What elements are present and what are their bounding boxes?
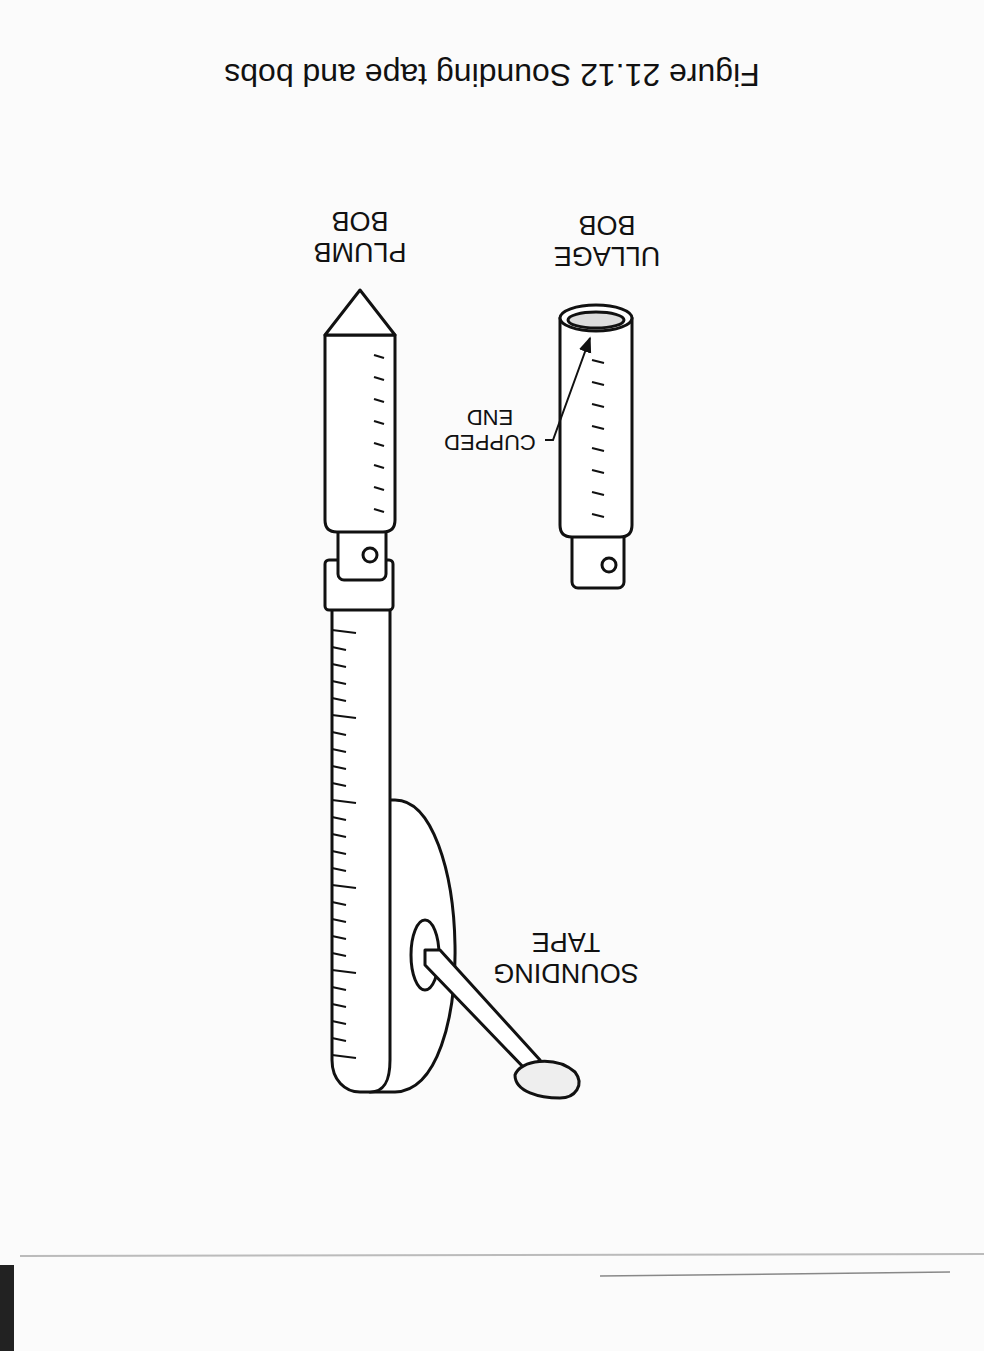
scan-edge bbox=[600, 1272, 950, 1276]
scale-tick bbox=[374, 355, 384, 358]
scale-tick bbox=[374, 421, 384, 424]
scale-tick bbox=[332, 749, 346, 752]
scale-tick bbox=[374, 509, 384, 512]
scale-tick bbox=[332, 800, 356, 803]
scale-tick bbox=[592, 404, 604, 407]
scale-tick bbox=[332, 783, 346, 786]
scale-tick bbox=[592, 426, 604, 429]
scale-tick bbox=[332, 698, 346, 701]
scale-tick bbox=[374, 465, 384, 468]
part-label: PLUMB BOB bbox=[295, 205, 425, 267]
scale-tick bbox=[374, 377, 384, 380]
scale-tick bbox=[374, 399, 384, 402]
scale-tick bbox=[332, 1021, 346, 1024]
scale-tick bbox=[332, 681, 346, 684]
plumb-bob bbox=[325, 290, 395, 580]
scale-tick bbox=[332, 732, 346, 735]
scale-tick bbox=[332, 936, 346, 939]
scale-tick bbox=[592, 492, 604, 495]
scale-tick bbox=[374, 487, 384, 490]
part-label: ULLAGE BOB bbox=[537, 209, 677, 271]
scale-tick bbox=[592, 360, 604, 363]
leader-line bbox=[545, 338, 590, 440]
scale-tick bbox=[332, 817, 346, 820]
part-label: SOUNDING TAPE bbox=[476, 926, 656, 988]
scale-tick bbox=[332, 953, 346, 956]
scale-tick bbox=[592, 470, 604, 473]
scale-tick bbox=[332, 851, 346, 854]
scan-edge bbox=[20, 1254, 984, 1256]
scale-tick bbox=[592, 448, 604, 451]
scale-tick bbox=[332, 1004, 346, 1007]
scale-tick bbox=[332, 919, 346, 922]
scale-tick bbox=[332, 868, 346, 871]
scale-tick bbox=[332, 766, 346, 769]
scale-tick bbox=[332, 834, 346, 837]
scale-tick bbox=[592, 382, 604, 385]
ullage-bob bbox=[560, 305, 632, 588]
tape-strip bbox=[332, 600, 390, 1092]
scale-tick bbox=[332, 647, 346, 650]
part-label: CUPPED END bbox=[435, 405, 545, 456]
scale-tick bbox=[332, 970, 356, 973]
scale-tick bbox=[332, 885, 356, 888]
figure-caption: Figure 21.12 Sounding tape and bobs bbox=[224, 57, 760, 94]
scale-tick bbox=[332, 630, 356, 633]
scale-tick bbox=[332, 715, 356, 718]
scale-tick bbox=[332, 1038, 346, 1041]
scale-tick bbox=[332, 987, 346, 990]
scale-tick bbox=[332, 1055, 356, 1058]
scale-tick bbox=[374, 443, 384, 446]
scale-tick bbox=[592, 514, 604, 517]
scale-tick bbox=[332, 902, 346, 905]
scan-edge bbox=[0, 1265, 14, 1351]
scale-tick bbox=[332, 664, 346, 667]
